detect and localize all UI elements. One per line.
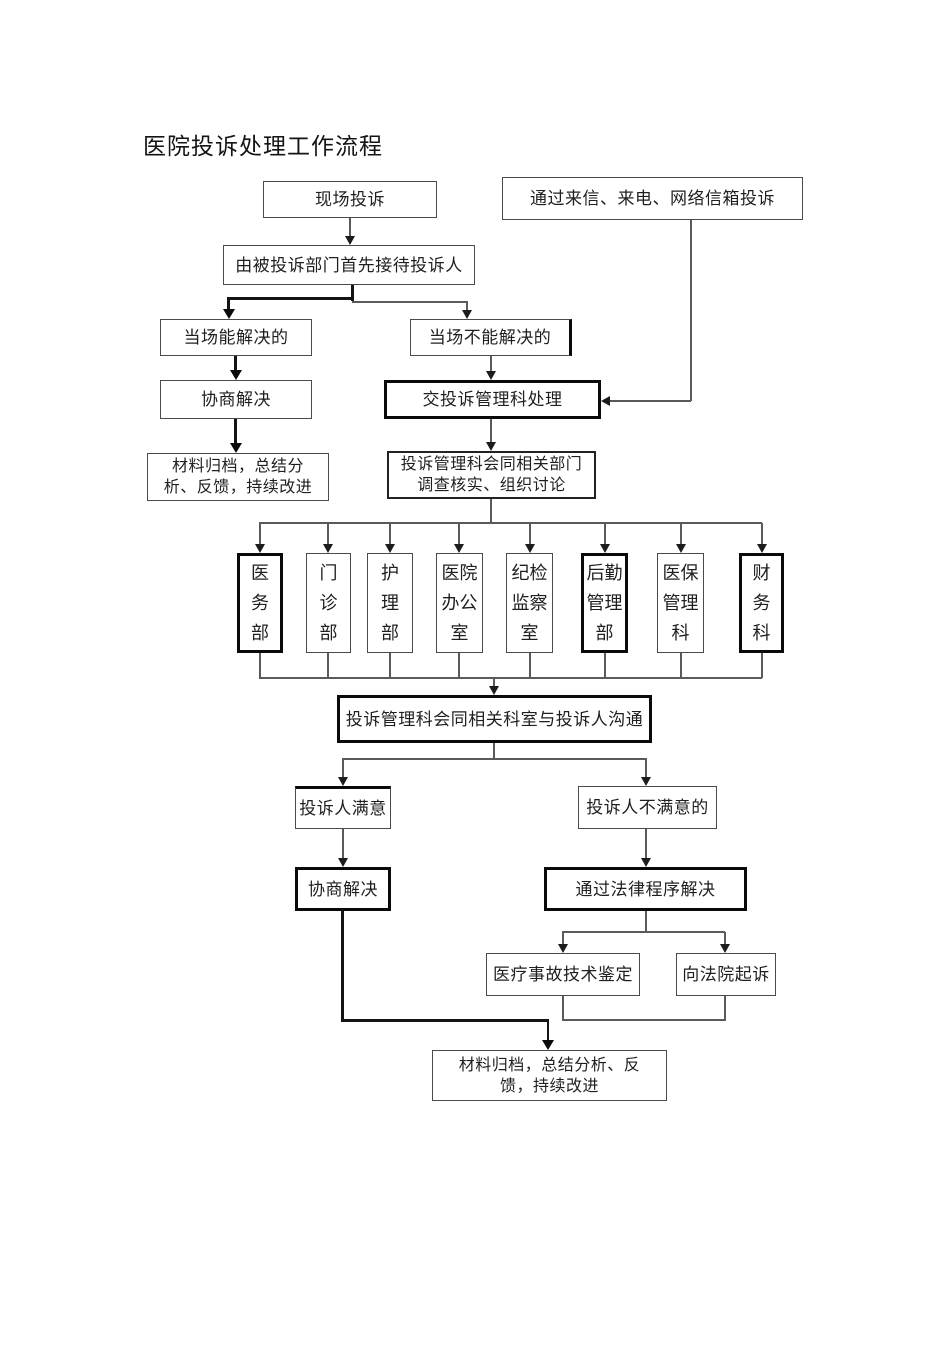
drop-not-satisfied [645,758,647,777]
connector-negotiate2-merge [341,911,344,1022]
node-onsite-complaint: 现场投诉 [263,181,437,218]
connector-reception-stem [351,285,354,301]
drop-dept-5 [529,523,531,544]
node-dept-nursing: 护理部 [367,553,413,653]
arrow-final-archive [542,1040,554,1050]
arrow-legal [641,858,651,867]
node-not-satisfied: 投诉人不满意的 [578,786,717,829]
connector-onsite-reception [349,218,351,237]
arrow-archive-left [230,443,242,453]
node-archive-left: 材料归档，总结分析、反馈，持续改进 [147,453,329,501]
arrow-court [720,944,730,953]
connector-notsatisfied-legal [645,829,647,858]
rise-dept-5 [529,653,531,678]
connector-investigation-dist [490,499,492,523]
arrow-transfer [486,371,496,380]
arrow-communicate [489,686,499,695]
drop-dept-4 [458,523,460,544]
drop-dept-6 [604,523,606,544]
connector-right-drop [466,301,468,310]
connector-reception-left [228,297,354,300]
page-title: 医院投诉处理工作流程 [143,134,383,159]
arrow-dept-1 [255,544,265,553]
drop-dept-7 [680,523,682,544]
rise-dept-2 [327,653,329,678]
node-joint-investigation: 投诉管理科会同相关部门调查核实、组织讨论 [387,451,596,499]
arrow-remote-transfer [601,396,610,406]
arrow-dept-5 [525,544,535,553]
node-dept-medical-insurance: 医保管理科 [657,553,704,653]
arrow-appraisal [558,944,568,953]
arrow-investigation [486,442,496,451]
connector-communicate-stem [493,743,495,759]
node-negotiate-resolve: 协商解决 [160,380,312,419]
drop-dept-1 [259,523,261,544]
drop-dept-8 [761,523,763,544]
node-dept-finance: 财务科 [739,553,784,653]
arrow-satisfied [338,777,348,786]
drop-dept-2 [327,523,329,544]
connector-remote-down [690,220,692,401]
drop-appraisal [562,932,564,944]
distribution-line-bottom [259,677,762,679]
connector-merge-left [341,1019,549,1022]
arrow-dept-8 [757,544,767,553]
connector-merge-final [547,1022,549,1041]
node-legal-procedure: 通过法律程序解决 [544,867,747,911]
arrow-negotiate2 [338,858,348,867]
node-dept-outpatient: 门诊部 [306,553,351,653]
distribution-line-top [259,522,762,524]
arrow-not-solvable [462,310,472,319]
arrow-negotiate [230,370,242,380]
connector-appraisal-merge [562,996,564,1021]
node-first-reception: 由被投诉部门首先接待投诉人 [223,245,475,285]
connector-notsolvable-transfer [490,356,492,372]
connector-legal-stem [645,911,647,932]
node-sue-in-court: 向法院起诉 [676,953,776,996]
drop-court [724,932,726,944]
connector-legal-split [562,931,725,933]
arrow-onsite-reception [345,236,355,245]
arrow-dept-3 [385,544,395,553]
drop-dept-3 [389,523,391,544]
connector-satisfied-negotiate2 [342,829,344,858]
arrow-not-satisfied [641,777,651,786]
node-transfer-to-mgmt: 交投诉管理科处理 [384,380,601,419]
connector-communicate-split [342,758,646,760]
node-not-solvable-onsite: 当场不能解决的 [410,319,572,356]
node-satisfied: 投诉人满意 [295,786,391,829]
rise-dept-8 [761,653,763,678]
drop-satisfied [342,758,344,777]
connector-court-merge [724,996,726,1021]
node-dept-logistics: 后勤管理部 [581,553,628,653]
connector-left-drop [227,297,230,310]
connector-merge-right [562,1019,726,1021]
connector-negotiate-archive [234,419,237,444]
node-malpractice-appraisal: 医疗事故技术鉴定 [486,953,640,996]
connector-collector-communicate [493,677,495,687]
arrow-dept-7 [676,544,686,553]
node-solvable-onsite: 当场能解决的 [160,319,312,356]
rise-dept-7 [680,653,682,678]
connector-remote-left [610,400,691,402]
rise-dept-4 [458,653,460,678]
node-negotiate-resolve-2: 协商解决 [295,867,391,911]
node-dept-hospital-office: 医院办公室 [436,553,483,653]
arrow-dept-4 [454,544,464,553]
connector-solvable-negotiate [234,356,237,371]
node-communicate: 投诉管理科会同相关科室与投诉人沟通 [337,695,652,743]
arrow-dept-6 [600,544,610,553]
node-dept-discipline-inspection: 纪检监察室 [506,553,553,653]
arrow-dept-2 [323,544,333,553]
node-dept-medical-affairs: 医务部 [237,553,283,653]
node-archive-bottom: 材料归档，总结分析、反馈，持续改进 [432,1050,667,1101]
node-remote-complaint: 通过来信、来电、网络信箱投诉 [502,177,803,220]
arrow-solvable [223,309,235,319]
rise-dept-3 [389,653,391,678]
connector-reception-right [352,301,467,303]
connector-transfer-investigation [490,419,492,442]
rise-dept-1 [259,653,261,678]
rise-dept-6 [604,653,606,678]
